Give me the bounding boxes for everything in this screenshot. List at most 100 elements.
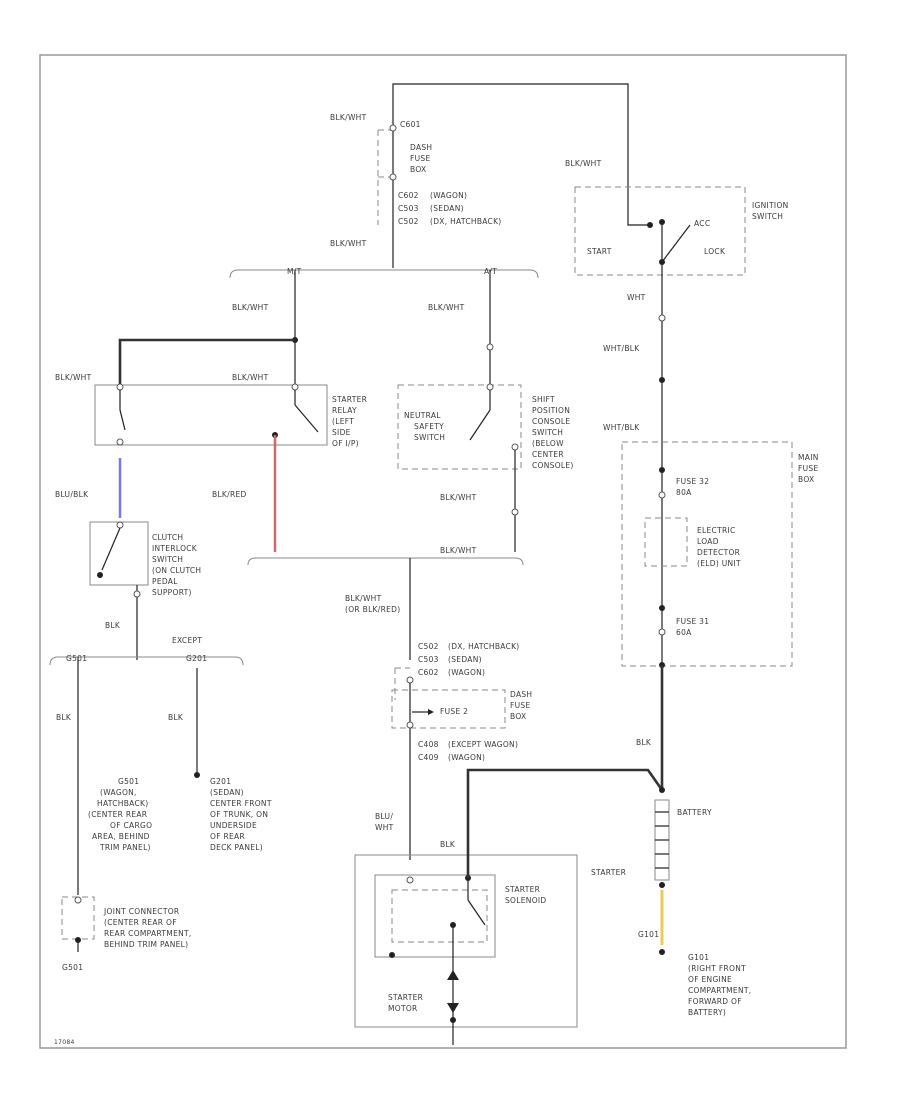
ign-acc: ACC <box>694 219 710 228</box>
joint-l4: BEHIND TRIM PANEL) <box>104 940 188 949</box>
eld-l3: DETECTOR <box>697 548 740 557</box>
battery-label: BATTERY <box>677 808 712 817</box>
wire-label: BLU/BLK <box>55 490 89 499</box>
clutch-l2: INTERLOCK <box>152 544 198 553</box>
wire-label: BLK <box>168 713 184 722</box>
solenoid-l2: SOLENOID <box>505 896 546 905</box>
starter-enclosure <box>354 854 578 1045</box>
wire-label: BLK <box>636 738 652 747</box>
g201-desc-l3: CENTER FRONT <box>210 799 272 808</box>
conn-label: C502 <box>398 217 419 226</box>
joint-l3: REAR COMPARTMENT, <box>104 929 192 938</box>
conn-label: (SEDAN) <box>448 655 482 664</box>
fuse31-l1: FUSE 31 <box>676 617 709 626</box>
branch-g201: G201 <box>186 654 207 663</box>
solenoid-l1: STARTER <box>505 885 540 894</box>
main-fuse-l1: MAIN <box>798 453 819 462</box>
battery-cable <box>466 768 664 878</box>
mt-at-bracket <box>229 269 539 279</box>
wire-label: BLK/WHT <box>330 239 367 248</box>
g501-desc-l3: HATCHBACK) <box>97 799 148 808</box>
ignition-switch <box>574 186 746 300</box>
dash-fuse-top-l1: DASH <box>410 143 432 152</box>
conn-label: (WAGON) <box>430 191 467 200</box>
wire-label: BLK/WHT <box>232 373 269 382</box>
joint-l1: JOINT CONNECTOR <box>103 907 179 916</box>
g201-desc-l4: OF TRUNK, ON <box>210 810 268 819</box>
conn-label: C502 <box>418 642 439 651</box>
mt-branch <box>118 270 298 385</box>
clutch-l3: SWITCH <box>152 555 183 564</box>
relay-output-wires <box>118 435 277 552</box>
shift-l7: CONSOLE) <box>532 461 574 470</box>
wire-label: WHT <box>375 823 394 832</box>
relay-l3: (LEFT <box>332 417 354 426</box>
conn-label: C503 <box>398 204 419 213</box>
shift-l6: CENTER <box>532 450 564 459</box>
fuse2-label: FUSE 2 <box>440 707 468 716</box>
g501-desc-l4: (CENTER REAR <box>88 810 147 819</box>
g101-small: G101 <box>638 930 659 939</box>
g201-desc-l1: G201 <box>210 777 231 786</box>
relay-l5: OF I/P) <box>332 439 359 448</box>
branch-at: A/T <box>484 267 497 276</box>
dash-fuse-2 <box>391 667 506 860</box>
wire-label: BLU/ <box>375 812 393 821</box>
ignition-l1: IGNITION <box>752 201 789 210</box>
joint-l2: (CENTER REAR OF <box>104 918 177 927</box>
wire-label: BLK/WHT <box>345 594 382 603</box>
eld-l4: (ELD) UNIT <box>697 559 741 568</box>
wire-label: WHT <box>627 293 646 302</box>
ignition-l2: SWITCH <box>752 212 783 221</box>
wire-label: BLK <box>105 621 121 630</box>
neutral-l1: NEUTRAL <box>404 411 441 420</box>
branch-mt: M/T <box>287 267 302 276</box>
starter-bus <box>247 557 524 660</box>
joint-connector <box>61 896 95 952</box>
clutch-switch <box>89 521 149 660</box>
shift-l2: POSITION <box>532 406 570 415</box>
clutch-l1: CLUTCH <box>152 533 183 542</box>
ign-lock: LOCK <box>704 247 726 256</box>
g101-desc-l4: COMPARTMENT, <box>688 986 751 995</box>
footer-code: 17084 <box>54 1039 75 1046</box>
labels: BLK/WHT C601 DASH FUSE BOX C602 (WAGON) … <box>54 113 819 1046</box>
motor-l1: STARTER <box>388 993 423 1002</box>
g501-desc-l2: (WAGON, <box>100 788 137 797</box>
top-feed-wires <box>377 83 650 268</box>
clutch-l5: PEDAL <box>152 577 178 586</box>
g501-desc-l1: G501 <box>118 777 139 786</box>
dash-fuse-top-l3: BOX <box>410 165 426 174</box>
clutch-l4: (ON CLUTCH <box>152 566 201 575</box>
connector-label: C601 <box>400 120 421 129</box>
shift-l4: SWITCH <box>532 428 563 437</box>
wire-label: BLK/WHT <box>232 303 269 312</box>
g501-desc-l6: AREA, BEHIND <box>92 832 150 841</box>
wire-label: BLK/WHT <box>55 373 92 382</box>
g101-desc-l3: OF ENGINE <box>688 975 732 984</box>
branch-g501: G501 <box>66 654 87 663</box>
conn-label: C503 <box>418 655 439 664</box>
g101-desc-l2: (RIGHT FRONT <box>688 964 746 973</box>
conn-label: (EXCEPT WAGON) <box>448 740 518 749</box>
starter-label: STARTER <box>591 868 626 877</box>
neutral-l3: SWITCH <box>414 433 445 442</box>
conn-label: (SEDAN) <box>430 204 464 213</box>
main-fuse-l2: FUSE <box>798 464 819 473</box>
conn-label: (DX, HATCHBACK) <box>430 217 502 226</box>
fuse32-l1: FUSE 32 <box>676 477 709 486</box>
eld-l2: LOAD <box>697 537 719 546</box>
wire-label: BLK/WHT <box>440 493 477 502</box>
eld-l1: ELECTRIC <box>697 526 736 535</box>
relay-l2: RELAY <box>332 406 357 415</box>
g101-desc-l1: G101 <box>688 953 709 962</box>
wire-label: WHT/BLK <box>603 423 640 432</box>
wire-label: (OR BLK/RED) <box>345 605 400 614</box>
shift-l1: SHIFT <box>532 395 555 404</box>
g501-desc-l5: OF CARGO <box>110 821 152 830</box>
dash-fuse-low-l3: BOX <box>510 712 526 721</box>
wire-label: BLK/WHT <box>440 546 477 555</box>
dash-fuse-low-l2: FUSE <box>510 701 531 710</box>
branch-except: EXCEPT <box>172 636 202 645</box>
